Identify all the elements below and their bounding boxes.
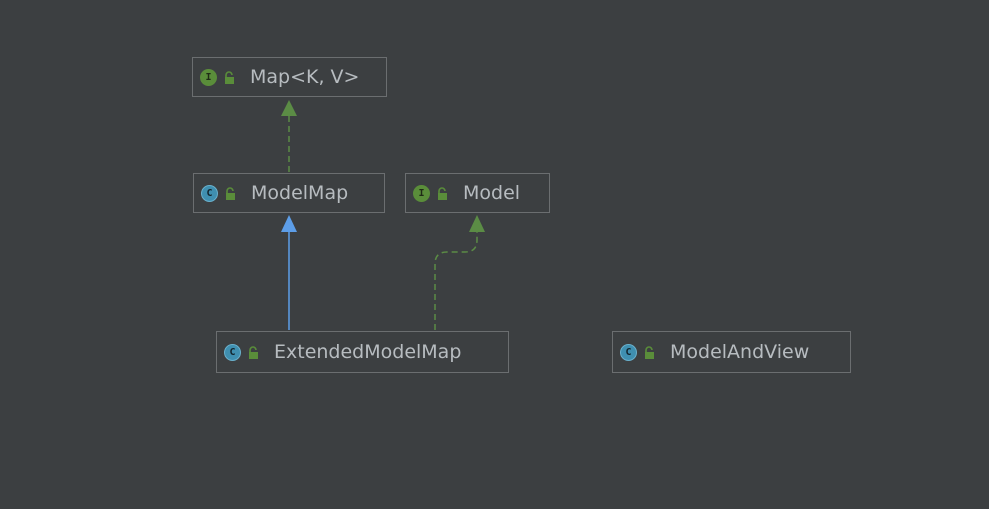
class-icon: C	[620, 343, 637, 361]
unlocked-icon	[642, 345, 656, 359]
edge-arrowhead-map	[281, 100, 297, 116]
node-model[interactable]: I Model	[405, 173, 550, 213]
class-icon: C	[201, 184, 218, 202]
node-extendedmodelmap[interactable]: C ExtendedModelMap	[216, 331, 509, 373]
node-label: ModelAndView	[670, 341, 810, 363]
class-icon: C	[224, 343, 241, 361]
unlocked-icon	[222, 70, 236, 84]
interface-icon: I	[413, 184, 430, 202]
edge-arrowhead-model	[469, 215, 485, 232]
unlocked-icon	[246, 345, 260, 359]
unlocked-icon	[435, 186, 449, 200]
unlocked-icon	[223, 186, 237, 200]
interface-icon: I	[200, 68, 217, 86]
edge-extendedmodelmap-implements-model	[434, 232, 478, 330]
node-label: ExtendedModelMap	[274, 341, 462, 363]
edge-arrowhead-modelmap	[281, 215, 297, 232]
node-label: Model	[463, 182, 521, 204]
node-map[interactable]: I Map<K, V>	[192, 57, 387, 97]
node-modelmap[interactable]: C ModelMap	[193, 173, 385, 213]
node-label: ModelMap	[251, 182, 349, 204]
node-modelandview[interactable]: C ModelAndView	[612, 331, 851, 373]
node-label: Map<K, V>	[250, 66, 360, 88]
